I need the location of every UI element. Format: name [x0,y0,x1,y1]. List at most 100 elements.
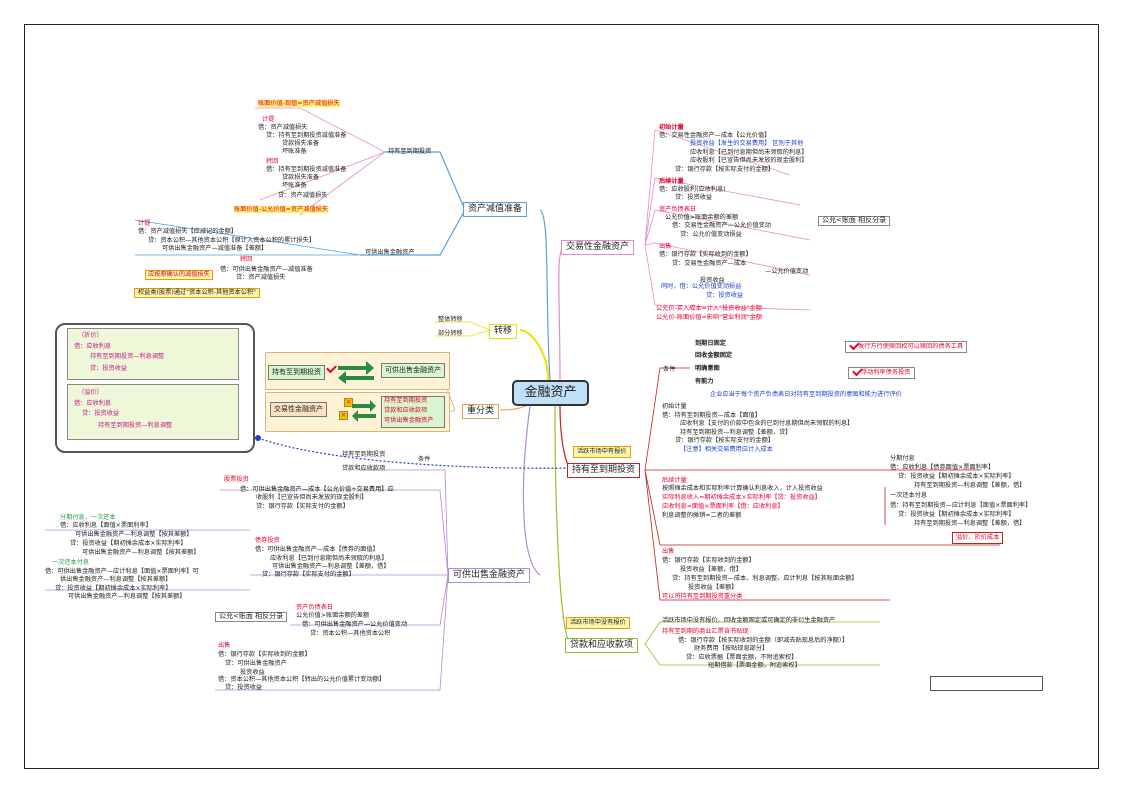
htm-periodic-2: 贷：投资收益【期初摊余成本×实际利率】 [898,473,1015,480]
impairment-afs-note: 应按原确认的减值损失 [145,270,213,280]
reclass-other-3: 可供出售金融资产 [384,417,434,424]
trading-sale-5: 同时，借：公允价值变动损益 [661,283,742,290]
branch-htm[interactable]: 持有至到期投资 [567,463,641,478]
loans-entry-1: 借：银行存款【按实际收到的金额（即减去贴现息后的净额）】 [678,637,849,644]
afs-fv-2: 借：可供出售金融资产—公允价值变动 [302,621,408,628]
branch-trading[interactable]: 交易性金融资产 [561,240,635,255]
htm-condition-3: 明确意图 [695,365,720,372]
impairment-afs-reverse-1: 借：可供出售金融资产—减值准备 [220,266,313,273]
afs-lump-title: 一次还本付息 [52,559,90,566]
trading-sale-title: 出售 [659,243,672,250]
impairment-htm-reverse-1: 借：持有至到期投资减值准备 [266,166,347,173]
trading-fv-title: 资产负债表日 [659,206,697,213]
trading-initial-4: 应收股利【已宣告但尚未发放的现金股利】 [690,157,808,164]
trading-fv-1: 公允价值>账面余额的差额 [665,214,739,221]
htm-lump-1: 借：持有至到期投资—应计利息【面值×票面利率】 [890,502,1032,509]
trading-fv-3: 贷：公允价值变动损益 [680,231,742,238]
impairment-equity-note: 权益类(股票)通过"资本公积-其他资本公积" [134,288,260,298]
htm-sale-2: 投资收益【差额，借】 [680,566,742,573]
discount-box [67,328,239,380]
discount-title: （折价） [78,332,103,339]
trading-interest-title: 后续计量 [659,178,684,185]
branch-afs[interactable]: 可供出售金融资产 [448,568,531,583]
afs-sale-1: 借：银行存款【实际收到的金额】 [218,651,311,658]
afs-fv-1: 公允价值>账面余额的差额 [296,612,370,619]
trading-gain-1: 公允价-买入成本=计入"投资收益"金额 [656,305,762,312]
loans-desc: 活跃市场中没有报价、回收金额固定或可确定的非衍生金融资产 [662,617,836,624]
premium-box [67,384,239,440]
afs-fv-note: 公允<账面 相反分录 [215,612,288,622]
branch-reclass[interactable]: 重分类 [462,404,500,419]
empty-note-box [930,676,1043,691]
afs-stock-title: 股票投资 [224,476,249,483]
trading-sale-4: 投资收益 [700,277,725,284]
afs-bond-1: 借：可供出售金融资产—成本【债券的面值】 [255,546,379,553]
afs-periodic-4: 可供出售金融资产—利息调整【按其差额】 [82,549,200,556]
trading-initial-5: 贷：银行存款【按实际支付的金额】 [675,166,774,173]
afs-stock-3: 贷：银行存款【实际支付的金额】 [256,503,349,510]
htm-sale-4: 投资收益【差额】 [688,584,738,591]
htm-active-market: 活跃市场中有报价 [573,446,631,458]
htm-initial-3: 持有至到期投资—利息调整【差额，贷】 [680,429,792,436]
trading-fv-note: 公允<账面 相反分录 [818,216,891,226]
htm-cond-note-1: 发行方行使赎回权可以赎回的债务工具 [845,341,968,353]
reclass-other-2: 贷款和应收款项 [384,407,428,414]
discount-line-2: 持有至到期投资—利息调整 [90,353,165,360]
htm-cond-note-2: 浮动利率债务投资 [848,367,915,379]
htm-initial-2: 应收利息【支付的价款中包含的已到付息期但尚未领取的利息】 [680,420,854,427]
impairment-afs-formula: 账面价值-公允价值=资产减值损失 [234,206,329,213]
trading-sale-1: 借：银行存款【实际收到的金额】 [659,251,752,258]
branch-impairment[interactable]: 资产减值准备 [463,202,528,217]
htm-lump-title: 一次还本付息 [890,492,928,499]
loans-entry-3: 贷：应收票据【票面金额，不附追索权】 [686,654,798,661]
swap-arrows-icon [338,361,374,384]
branch-transfer[interactable]: 转移 [489,324,518,339]
discount-line-1: 借：应收利息 [74,343,112,350]
afs-fv-3: 贷：资本公积—其他资本公积 [310,630,391,637]
afs-sale-4: 借：资本公积—其他资本公积【转出的公允价值累计变动额】 [218,676,386,683]
afs-sale-5: 贷：投资收益 [225,684,263,691]
impairment-htm-accrue-4: 坏账准备 [282,148,307,155]
central-topic[interactable]: 金融资产 [512,380,589,406]
impairment-afs-reverse-title: 转回 [240,256,253,263]
htm-condition-1: 到期日固定 [695,340,726,347]
htm-sub-1: 按照摊余成本和实际利率计算确认利息收入，计入投资收益 [662,485,823,492]
impairment-afs-reverse-2: 贷：资产减值损失 [236,274,286,281]
afs-cond-1: 持有至到期投资 [342,451,386,458]
afs-periodic-2: 可供出售金融资产—利息调整【按其差额】 [75,531,193,538]
trading-initial-3: 应收利息【已到付息期但尚未领取的利息】 [690,149,808,156]
impairment-htm-formula: 账面价值-现值=资产减值损失 [258,100,340,107]
htm-condition-2: 回收金额固定 [695,352,733,359]
htm-sale-1: 借：银行存款【实际收到的金额】 [662,557,755,564]
afs-cond-label: 条件 [418,456,431,463]
afs-bond-4: 贷：银行存款【实际支付的金额】 [262,571,355,578]
htm-amort-note: 溢价、折价成本 [952,532,1004,544]
premium-line-3: 持有至到期投资—利息调整 [98,422,173,429]
htm-periodic-title: 分期付息 [890,455,915,462]
loans-title: 持有至到期的商业汇票背书贴现 [662,628,749,635]
trading-sale-3: —公允价值变动 [765,268,809,275]
afs-bond-2: 应收利息【已到付息期但尚未领取的利息】 [270,555,388,562]
impairment-htm-reverse-title: 转回 [266,158,279,165]
impairment-htm-reverse-2: 贷款损失准备 [282,174,320,181]
htm-conditions-label: 条件 [663,366,676,373]
trading-initial-title: 初始计量 [659,124,684,131]
branch-loans[interactable]: 贷款和应收款项 [565,638,639,653]
htm-sub-3: 应收利息=面值×票面利率【借：应收利息】 [662,503,784,510]
htm-initial-5: 【注意】相关交易费用应计入成本 [680,446,773,453]
afs-lump-3: 贷：投资收益【期初摊余成本×实际利率】 [55,585,172,592]
impairment-htm-reverse-4: 贷：资产减值损失 [278,192,328,199]
afs-bond-3: 可供出售金融资产—利息调整【差额，借】 [272,563,390,570]
htm-periodic-3: 持有至到期投资—利息调整【差额，借】 [914,482,1026,489]
trading-sale-6: 贷：投资收益 [706,292,744,299]
afs-stock-1: 借：可供出售金融资产—成本【公允价值+交易费用】应 [240,486,394,493]
htm-sale-note: 可以将持有至到期投资重分类 [662,593,743,600]
htm-sub-title: 后续计量 [662,477,687,484]
afs-cond-2: 贷款和应收款项 [342,465,386,472]
reclass-from-htm: 持有至到期投资 [268,365,325,380]
trading-initial-2: 投资收益【发生的交易费用】 区别于其他 [690,140,804,147]
afs-periodic-title: 分期付息，一次还本 [60,514,116,521]
reclass-others-box [381,396,445,428]
trading-gain-2: 公允价-账面价值=影响"营业利润"金额 [656,314,762,321]
